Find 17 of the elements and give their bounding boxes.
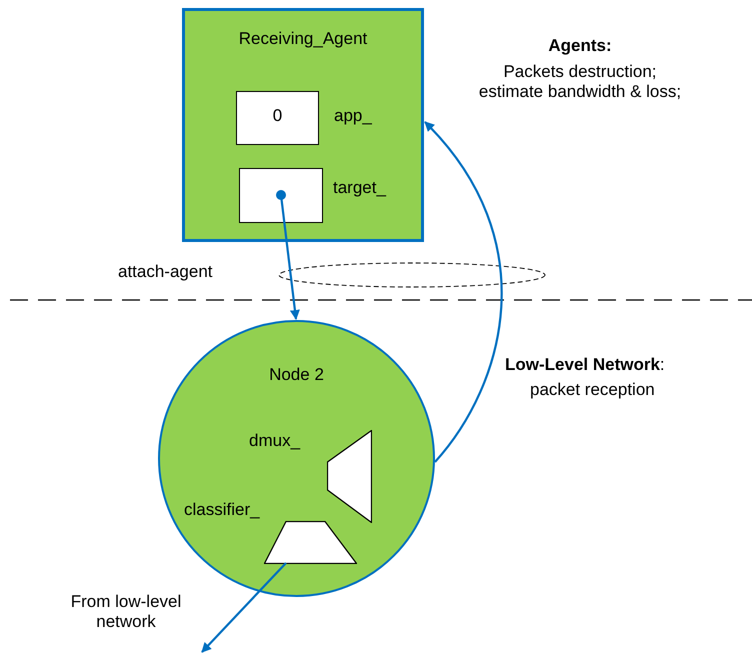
description-text: packet reception (530, 380, 655, 400)
heading: Low-Level Network: (505, 355, 665, 376)
arrow (276, 190, 300, 320)
variable-name: app_ (334, 106, 372, 126)
annotation-text: attach-agent (118, 262, 213, 282)
value-text: 0 (272, 106, 284, 126)
description-text: Packets destruction; estimate bandwidth & loss; (478, 62, 682, 103)
variable-name: target_ (333, 178, 386, 198)
variable-name: dmux_ (249, 431, 300, 452)
node-title: Node 2 (268, 365, 325, 386)
variable-name: classifier_ (184, 500, 260, 520)
agent-box (182, 8, 424, 242)
annotation-text: From low-level network (70, 592, 182, 633)
arrow (424, 121, 502, 463)
node-title: Receiving_Agent (238, 29, 368, 50)
heading: Agents: (547, 36, 613, 56)
arrow (201, 562, 287, 653)
